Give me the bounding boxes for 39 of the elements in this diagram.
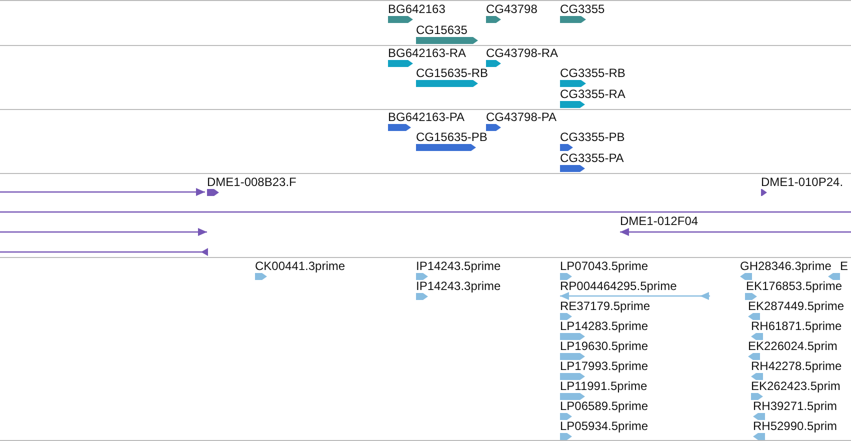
- feature-label: LP06589.5prime: [560, 399, 648, 413]
- feature-label: EK287449.5prime: [748, 299, 844, 313]
- feature-label: CK00441.3prime: [255, 259, 346, 273]
- feature-label: CG43798: [486, 2, 538, 16]
- feature-label: E: [840, 259, 848, 273]
- feature-label: RH39271.5prim: [753, 399, 838, 413]
- feature-label: LP17993.5prime: [560, 359, 648, 373]
- feature-label: LP05934.5prime: [560, 419, 648, 433]
- feature-label: LP07043.5prime: [560, 259, 648, 273]
- feature-label: BG642163-PA: [388, 110, 464, 124]
- feature-label: CG3355-RB: [560, 66, 626, 80]
- feature-label: BG642163: [388, 2, 446, 16]
- feature-label: CG43798-PA: [486, 110, 556, 124]
- feature-label: RH42278.5prime: [751, 359, 842, 373]
- feature-label: DME1-010P24.: [761, 175, 844, 189]
- feature-label: IP14243.3prime: [416, 279, 501, 293]
- feature-label: RE37179.5prime: [560, 299, 650, 313]
- feature-label: EK176853.5prime: [746, 279, 842, 293]
- feature-label: EK226024.5prim: [748, 339, 838, 353]
- feature-label: CG43798-RA: [486, 46, 558, 60]
- feature-label: CG3355-PB: [560, 130, 625, 144]
- feature-label: IP14243.5prime: [416, 259, 501, 273]
- feature-label: RP004464295.5prime: [560, 279, 677, 293]
- feature-label: LP14283.5prime: [560, 319, 648, 333]
- feature-label: DME1-012F04: [620, 214, 698, 228]
- feature-label: BG642163-RA: [388, 46, 466, 60]
- feature-label: CG3355: [560, 2, 605, 16]
- feature-label: RH61871.5prime: [751, 319, 842, 333]
- feature-label: GH28346.3prime: [740, 259, 832, 273]
- feature-label: DME1-008B23.F: [207, 175, 296, 189]
- feature-label: CG3355-PA: [560, 151, 624, 165]
- feature-label: CG15635-RB: [416, 66, 488, 80]
- feature-label: RH52990.5prim: [753, 419, 838, 433]
- feature-label: LP11991.5prime: [560, 379, 648, 393]
- feature-label: CG15635-PB: [416, 130, 488, 144]
- feature-label: CG3355-RA: [560, 87, 626, 101]
- feature-label: LP19630.5prime: [560, 339, 648, 353]
- feature-label: CG15635: [416, 23, 468, 37]
- feature-label: EK262423.5prim: [751, 379, 840, 393]
